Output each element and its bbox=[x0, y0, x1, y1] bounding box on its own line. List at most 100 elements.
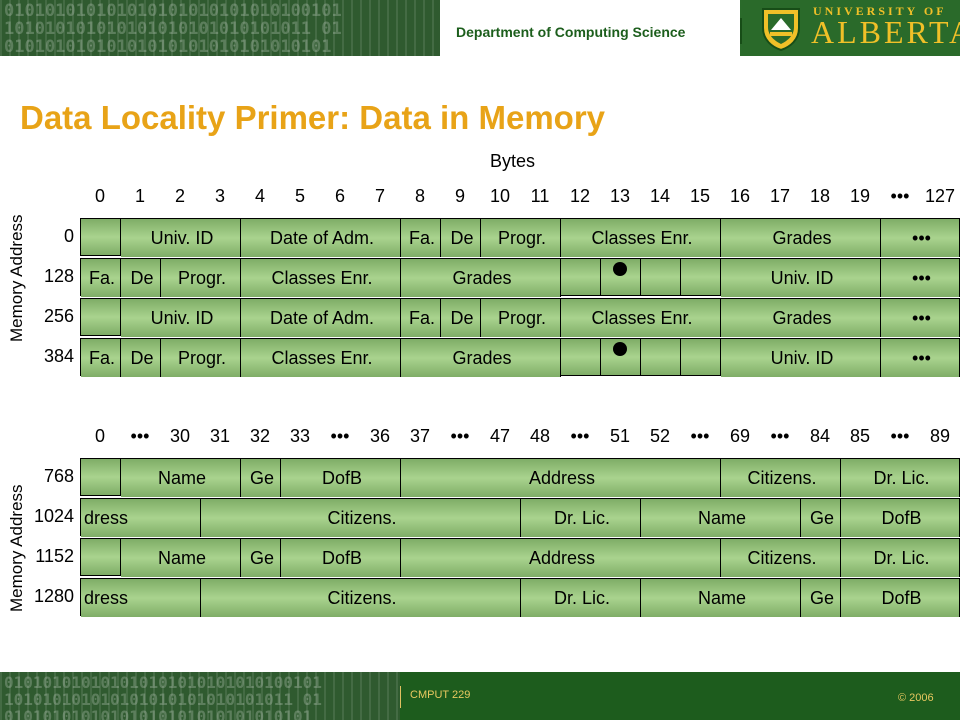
byte-divider bbox=[720, 259, 721, 295]
byte-tick: 10 bbox=[489, 186, 511, 206]
byte-divider bbox=[120, 539, 121, 575]
memory-field: Grades bbox=[401, 339, 561, 377]
byte-tick: 33 bbox=[289, 426, 311, 446]
byte-divider bbox=[640, 339, 641, 375]
memory-field: Address bbox=[401, 459, 721, 497]
binary-line: 101010101010101010101010101011 01 bbox=[4, 690, 322, 709]
memory-field: Name bbox=[641, 499, 801, 537]
binary-line: 01010101010101010101010101010101 bbox=[4, 707, 313, 720]
memory-field: ••• bbox=[881, 219, 960, 257]
memory-field: Fa. bbox=[81, 339, 121, 377]
byte-tick: 12 bbox=[569, 186, 591, 206]
memory-field: Ge bbox=[801, 579, 841, 617]
binary-line: 010101010101010101010101010100101 bbox=[4, 673, 322, 692]
memory-field: Fa. bbox=[401, 219, 441, 257]
memory-field: dress bbox=[81, 579, 201, 617]
memory-field: ••• bbox=[881, 299, 960, 337]
memory-field: Citizens. bbox=[721, 459, 841, 497]
row-address: 128 bbox=[43, 266, 74, 286]
footer-separator bbox=[400, 686, 401, 708]
byte-tick: 7 bbox=[374, 186, 385, 206]
slide-title: Data Locality Primer: Data in Memory bbox=[20, 99, 606, 136]
logo-alberta: ALBERTA bbox=[811, 14, 960, 50]
byte-tick: ••• bbox=[770, 426, 790, 446]
footer-binary-banner: 010101010101010101010101010100101 101010… bbox=[0, 672, 400, 720]
byte-tick: 0 bbox=[94, 186, 105, 206]
byte-tick: 51 bbox=[609, 426, 631, 446]
byte-divider bbox=[680, 259, 681, 295]
memory-field: dress bbox=[81, 499, 201, 537]
byte-tick: 127 bbox=[924, 186, 956, 206]
memory-field: Dr. Lic. bbox=[841, 459, 960, 497]
byte-divider bbox=[120, 219, 121, 255]
byte-tick: 17 bbox=[769, 186, 791, 206]
memory-field: Date of Adm. bbox=[241, 299, 401, 337]
byte-tick: 2 bbox=[174, 186, 185, 206]
byte-tick: 11 bbox=[530, 186, 550, 206]
memory-field: ••• bbox=[881, 259, 960, 297]
byte-divider bbox=[640, 259, 641, 295]
byte-tick: 47 bbox=[489, 426, 511, 446]
memory-field: Ge bbox=[801, 499, 841, 537]
memory-field: Dr. Lic. bbox=[841, 539, 960, 577]
byte-tick: 8 bbox=[414, 186, 425, 206]
university-crest-icon bbox=[762, 8, 800, 52]
row-address: 0 bbox=[63, 226, 74, 246]
memory-field: Univ. ID bbox=[121, 219, 241, 257]
memory-field: DofB bbox=[841, 579, 960, 617]
memory-field: Grades bbox=[721, 299, 881, 337]
memory-field: Classes Enr. bbox=[561, 299, 721, 337]
memory-field: Grades bbox=[401, 259, 561, 297]
memory-field: Ge bbox=[241, 459, 281, 497]
memory-field: Grades bbox=[721, 219, 881, 257]
byte-divider bbox=[600, 259, 601, 295]
byte-tick: 13 bbox=[609, 186, 631, 206]
byte-divider bbox=[120, 459, 121, 495]
byte-tick: 36 bbox=[369, 426, 391, 446]
byte-tick: 85 bbox=[849, 426, 871, 446]
byte-divider bbox=[120, 299, 121, 335]
byte-tick: 15 bbox=[689, 186, 711, 206]
byte-tick: 37 bbox=[409, 426, 431, 446]
memory-field: De bbox=[441, 219, 481, 257]
byte-tick: 6 bbox=[334, 186, 345, 206]
memory-field: DofB bbox=[281, 539, 401, 577]
memory-field: Univ. ID bbox=[721, 339, 881, 377]
bytes-label: Bytes bbox=[490, 151, 536, 171]
memory-field: Univ. ID bbox=[721, 259, 881, 297]
byte-tick: 32 bbox=[249, 426, 271, 446]
memory-field: De bbox=[121, 259, 161, 297]
byte-divider bbox=[600, 339, 601, 375]
row-address: 1024 bbox=[33, 506, 74, 526]
memory-field: Name bbox=[121, 459, 241, 497]
memory-field: Progr. bbox=[481, 219, 561, 257]
header-department-band bbox=[440, 0, 740, 56]
byte-tick: 31 bbox=[209, 426, 231, 446]
ellipsis-dot-icon bbox=[613, 342, 627, 356]
byte-tick: ••• bbox=[890, 426, 910, 446]
byte-tick: ••• bbox=[450, 426, 470, 446]
memory-field: De bbox=[121, 339, 161, 377]
memory-field: Progr. bbox=[161, 339, 241, 377]
byte-tick: 30 bbox=[169, 426, 191, 446]
memory-field: DofB bbox=[281, 459, 401, 497]
memory-field: Dr. Lic. bbox=[521, 499, 641, 537]
byte-divider bbox=[680, 339, 681, 375]
byte-tick: ••• bbox=[690, 426, 710, 446]
copyright: © 2006 bbox=[898, 692, 934, 704]
row-address: 256 bbox=[43, 306, 74, 326]
row-address: 1280 bbox=[33, 586, 74, 606]
byte-tick: 1 bbox=[134, 186, 145, 206]
byte-tick: 52 bbox=[649, 426, 671, 446]
byte-tick: 9 bbox=[454, 186, 465, 206]
memory-field: Address bbox=[401, 539, 721, 577]
header-binary-banner: 010101010101010101010101010100101 101010… bbox=[0, 0, 440, 56]
row-address: 384 bbox=[43, 346, 74, 366]
byte-tick: 5 bbox=[294, 186, 305, 206]
